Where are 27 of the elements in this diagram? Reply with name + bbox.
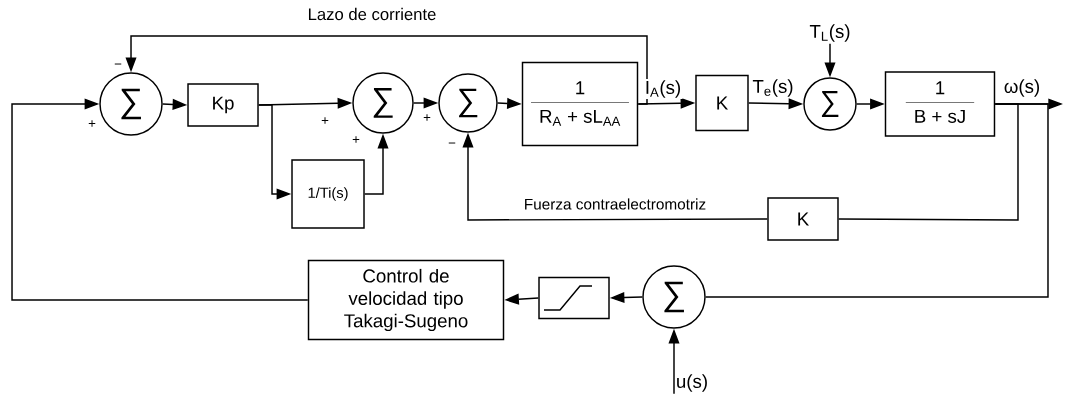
summing-junction: ∑ [438,73,498,133]
edge-label: Fuerza contraelectromotriz [522,197,708,211]
gain-block: Kp [187,83,259,127]
edge-label: ω(s) [1002,77,1042,99]
gain-block: K [767,197,839,241]
summing-junction: ∑ [803,77,857,131]
summing-junction: ∑ [99,72,163,136]
input-label: T$_{L}$(s) [809,24,850,42]
transfer-function-block: 1 R$_{A}$ + sL$_{AA}$ [521,61,639,147]
sign-label: − [448,142,456,144]
edge-label: T$_{e}$(s) [751,77,795,99]
summing-junction: ∑ [642,265,706,329]
summing-junction: ∑ [352,72,414,134]
sign-label: − [114,63,122,65]
transfer-function-block: 1 B + sJ [884,71,996,137]
integral-block: 1/Ti(s) [291,159,365,229]
edge-label: Lazo de corriente [306,6,438,22]
sign-label: + [321,117,329,124]
saturation-block [538,276,610,320]
arrow [11,98,309,301]
controller-block: Control de velocidad tipo Takagi-Sugeno [307,259,505,341]
edge-label: I$_{A}$(s) [643,78,683,100]
sign-label: + [423,114,431,121]
gain-block: K [695,74,749,132]
input-label: u(s) [677,374,707,392]
sign-label: + [352,136,360,143]
arrow [125,35,648,105]
